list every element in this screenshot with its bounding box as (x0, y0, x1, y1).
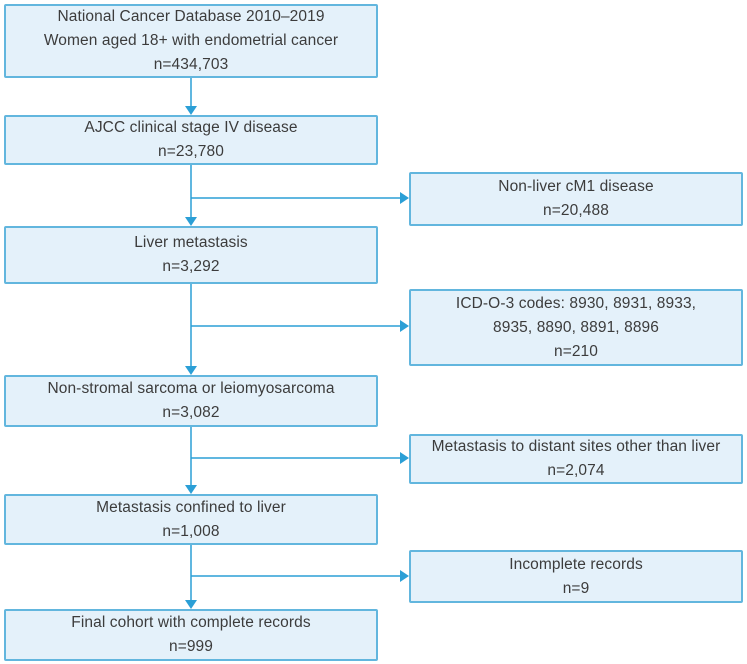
box-ajcc-stage-iv: AJCC clinical stage IV disease n=23,780 (4, 115, 378, 165)
box-text-line: Non-stromal sarcoma or leiomyosarcoma (47, 380, 335, 397)
box-count: n=210 (553, 342, 599, 360)
box-exclusion-icd-o-3-codes: ICD-O-3 codes: 8930, 8931, 8933, 8935, 8… (409, 289, 743, 366)
box-count: n=999 (168, 638, 214, 655)
box-count: n=20,488 (543, 202, 609, 219)
box-count: n=2,074 (547, 462, 605, 479)
box-text-line: National Cancer Database 2010–2019 (57, 8, 325, 25)
box-source-population: National Cancer Database 2010–2019 Women… (4, 4, 378, 78)
box-exclusion-incomplete-records: Incomplete records n=9 (409, 550, 743, 603)
flow-arrow-1 (185, 78, 197, 115)
box-liver-metastasis: Liver metastasis n=3,292 (4, 226, 378, 284)
box-text-line: Final cohort with complete records (71, 614, 311, 631)
exclusion-arrow-1 (191, 192, 409, 204)
box-text-line: Metastasis to distant sites other than l… (431, 438, 721, 455)
box-text-line: 8935, 8890, 8891, 8896 (493, 318, 659, 336)
box-text-line: Metastasis confined to liver (96, 498, 286, 516)
box-exclusion-non-liver-cm1: Non-liver cM1 disease n=20,488 (409, 172, 743, 226)
box-count: n=434,703 (153, 56, 229, 73)
box-text-line: Incomplete records (509, 555, 643, 573)
box-text-line: Non-liver cM1 disease (498, 178, 654, 195)
box-metastasis-confined-to-liver: Metastasis confined to liver n=1,008 (4, 494, 378, 545)
box-count: n=3,082 (162, 404, 220, 421)
box-final-cohort: Final cohort with complete records n=999 (4, 609, 378, 661)
box-count: n=9 (562, 579, 590, 597)
flow-arrow-5 (185, 545, 197, 609)
box-count: n=1,008 (162, 522, 220, 540)
box-exclusion-other-distant-sites: Metastasis to distant sites other than l… (409, 434, 743, 484)
exclusion-arrow-2 (191, 320, 409, 332)
box-text-line: ICD-O-3 codes: 8930, 8931, 8933, (455, 294, 697, 312)
flow-arrow-2 (185, 165, 197, 226)
box-count: n=3,292 (162, 258, 220, 275)
exclusion-arrow-3 (191, 452, 409, 464)
exclusion-arrow-4 (191, 570, 409, 582)
flow-arrow-3 (185, 284, 197, 375)
box-text-line: AJCC clinical stage IV disease (84, 119, 298, 136)
box-count: n=23,780 (158, 143, 224, 160)
box-text-line: Liver metastasis (134, 234, 248, 251)
box-text-line: Women aged 18+ with endometrial cancer (43, 32, 339, 49)
box-non-stromal-sarcoma: Non-stromal sarcoma or leiomyosarcoma n=… (4, 375, 378, 427)
flow-arrow-4 (185, 427, 197, 494)
